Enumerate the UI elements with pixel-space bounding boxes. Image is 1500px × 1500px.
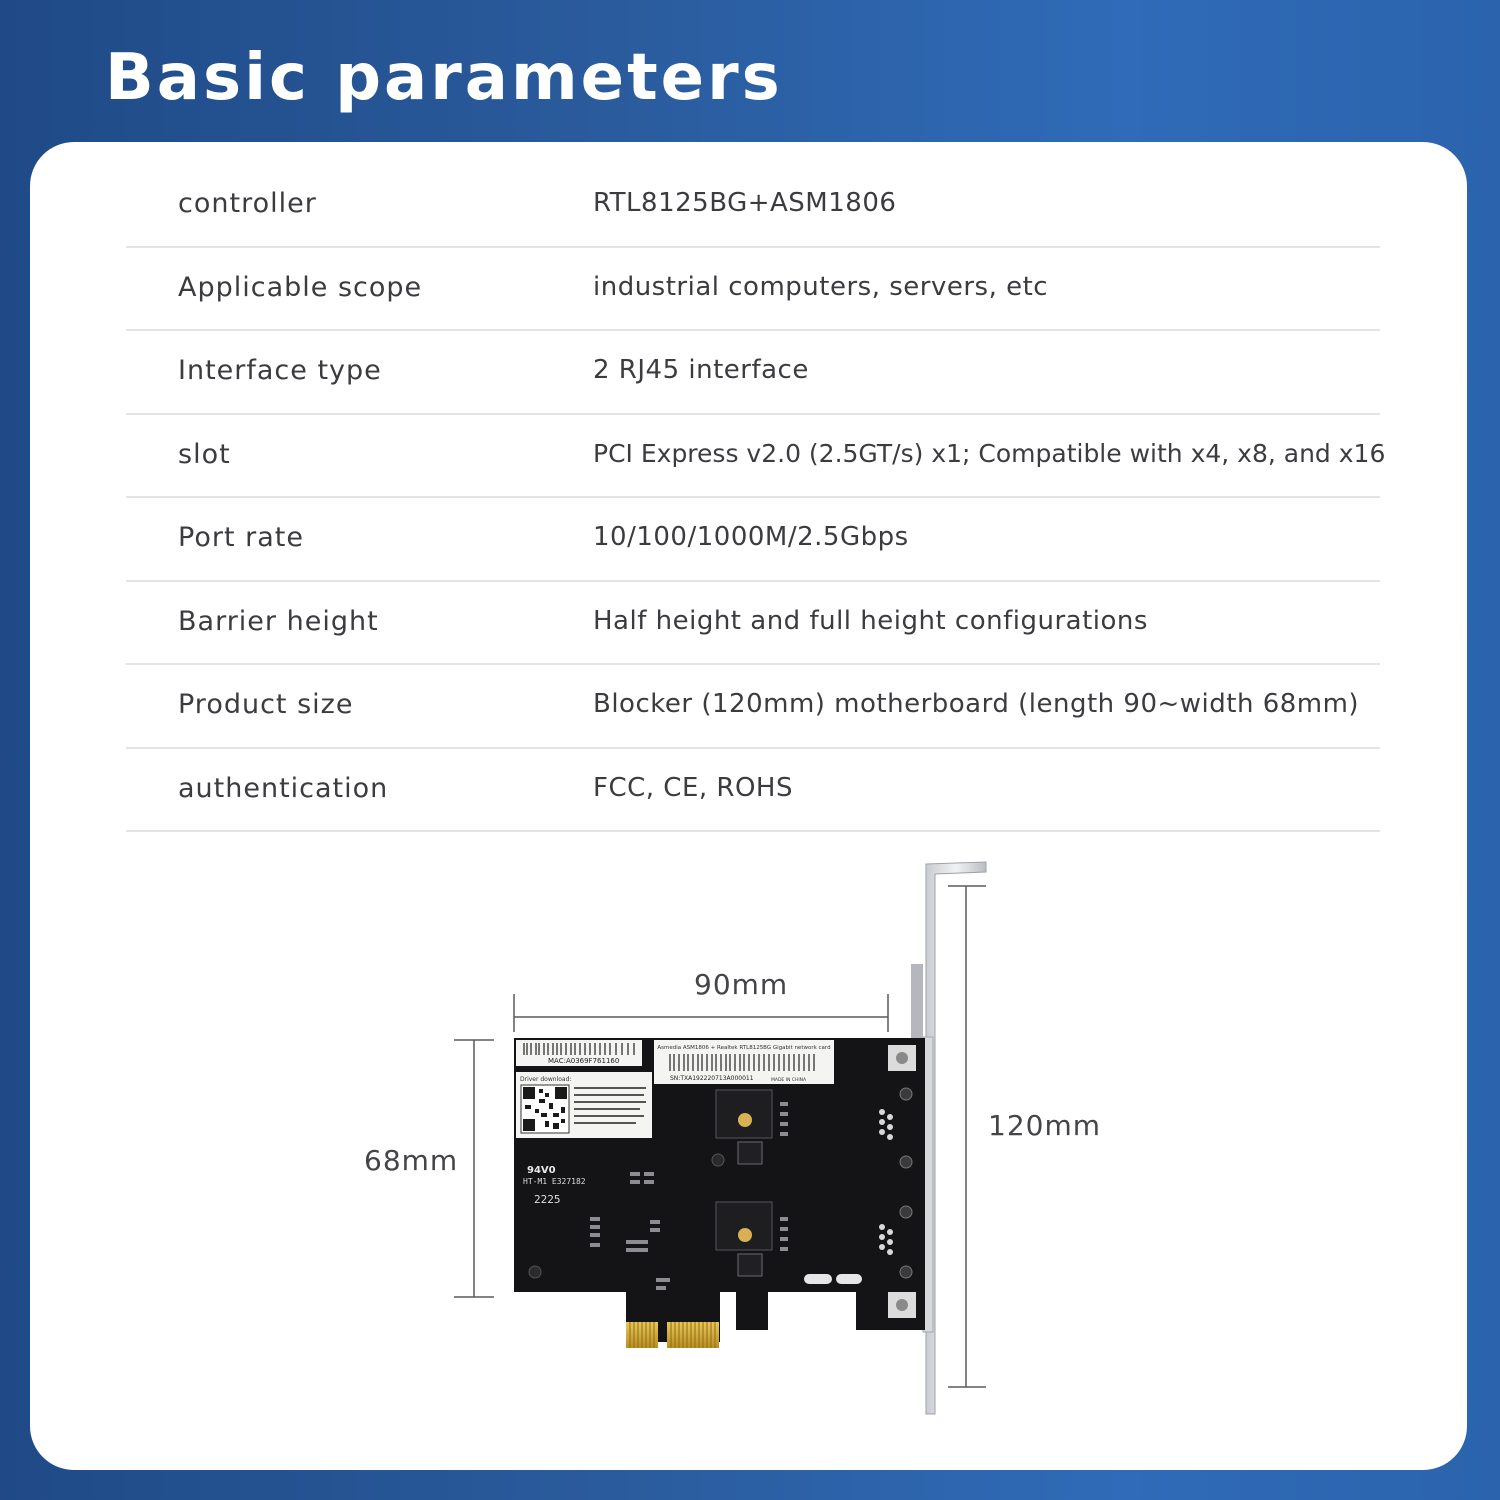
pcb-rating-text: 94V0 xyxy=(527,1165,556,1176)
driver-text: Driver download: xyxy=(520,1076,571,1083)
spec-value: Blocker (120mm) motherboard (length 90~w… xyxy=(593,689,1360,719)
mac-text: MAC:A0369F761160 xyxy=(548,1057,619,1065)
spec-value: Half height and full height configuratio… xyxy=(593,605,1148,636)
spec-label: Barrier height xyxy=(178,605,379,637)
bracket-dimension xyxy=(948,885,986,1388)
spec-label: controller xyxy=(178,188,317,219)
network-card-illustration: MAC:A0369F761160 Driver download: xyxy=(454,861,987,1415)
spec-value: 2 RJ45 interface xyxy=(593,355,809,385)
spec-value: PCI Express v2.0 (2.5GT/s) x1; Compatibl… xyxy=(593,438,1386,468)
spec-row-authentication: authentication FCC, CE, ROHS xyxy=(126,749,1380,832)
mounting-bracket xyxy=(911,861,987,1415)
spec-row-port-rate: Port rate 10/100/1000M/2.5Gbps xyxy=(126,498,1380,582)
mac-label-sticker: MAC:A0369F761160 xyxy=(516,1040,642,1066)
pcb-code-text: HT-M1 E327182 xyxy=(523,1177,586,1186)
spec-row-barrier-height: Barrier height Half height and full heig… xyxy=(126,582,1380,665)
spec-table: controller RTL8125BG+ASM1806 Applicable … xyxy=(126,164,1385,832)
spec-label: authentication xyxy=(178,772,389,804)
bracket-dimension-label: 120mm xyxy=(988,1109,1101,1142)
origin-text: MADE IN CHINA xyxy=(771,1077,807,1083)
spec-value: 10/100/1000M/2.5Gbps xyxy=(593,522,909,552)
spec-row-slot: slot PCI Express v2.0 (2.5GT/s) x1; Comp… xyxy=(126,415,1385,498)
spec-row-controller: controller RTL8125BG+ASM1806 xyxy=(126,164,1380,248)
spec-row-product-size: Product size Blocker (120mm) motherboard… xyxy=(126,665,1380,749)
pcie-gold-fingers xyxy=(626,1322,719,1348)
spec-row-applicable-scope: Applicable scope industrial computers, s… xyxy=(126,248,1380,331)
length-dimension-label: 90mm xyxy=(694,968,789,1001)
length-dimension xyxy=(513,994,889,1032)
driver-qr-sticker: Driver download: xyxy=(516,1072,652,1138)
width-dimension xyxy=(454,1039,494,1298)
rj45-ports xyxy=(879,1045,916,1318)
controller-chips xyxy=(528,1089,862,1290)
qr-code-icon xyxy=(523,1087,567,1131)
spec-row-interface-type: Interface type 2 RJ45 interface xyxy=(126,331,1380,415)
pcb-board: MAC:A0369F761160 Driver download: xyxy=(514,1038,925,1348)
spec-value: industrial computers, servers, etc xyxy=(593,271,1049,302)
spec-value: FCC, CE, ROHS xyxy=(593,772,793,803)
product-figure: MAC:A0369F761160 Driver download: xyxy=(30,142,1467,1470)
width-dimension-label: 68mm xyxy=(364,1144,459,1177)
sn-text: SN:TXA192220713A000011 xyxy=(670,1075,754,1082)
spec-label: slot xyxy=(178,438,231,470)
spec-label: Applicable scope xyxy=(178,271,423,303)
spec-label: Port rate xyxy=(178,522,304,553)
spec-label: Interface type xyxy=(178,355,382,386)
pcb-date-text: 2225 xyxy=(534,1193,561,1206)
spec-value: RTL8125BG+ASM1806 xyxy=(593,188,897,218)
desc-text: Asmedia ASM1806 + Realtek RTL8125BG Giga… xyxy=(657,1045,830,1051)
page-title: Basic parameters xyxy=(105,41,783,115)
serial-label-sticker: Asmedia ASM1806 + Realtek RTL8125BG Giga… xyxy=(654,1040,834,1084)
parameters-card: controller RTL8125BG+ASM1806 Applicable … xyxy=(30,142,1467,1470)
spec-label: Product size xyxy=(178,689,354,720)
